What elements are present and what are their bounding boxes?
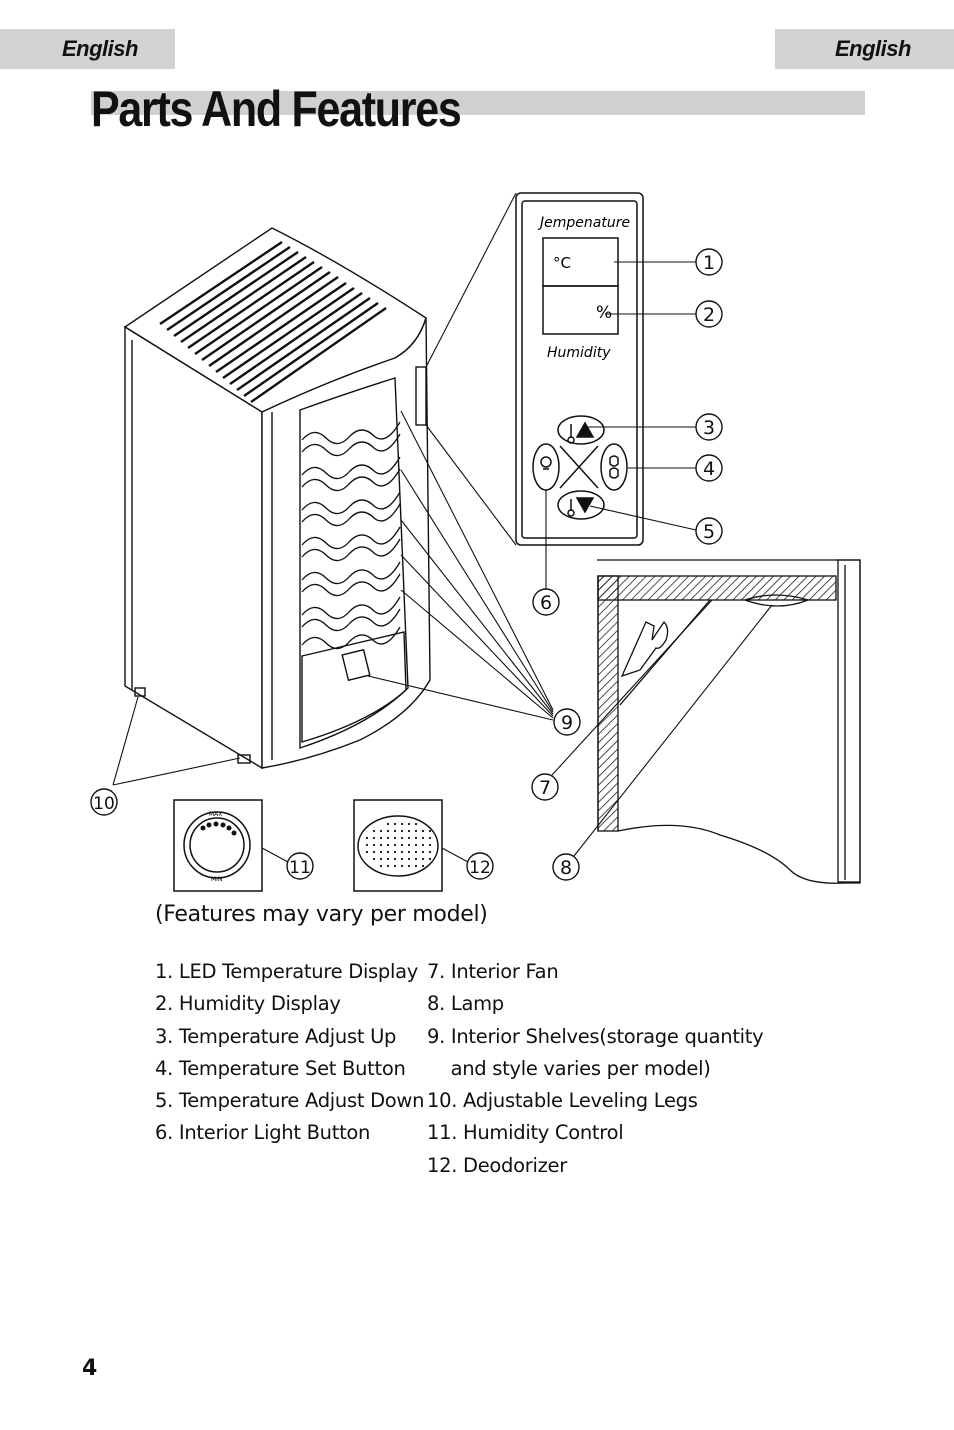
callout-label-9: 9 bbox=[561, 712, 573, 734]
page-title: Parts And Features bbox=[91, 81, 462, 137]
temperature-label: Jempenature bbox=[537, 215, 630, 231]
wine-racks bbox=[301, 421, 401, 650]
callout-label-12: 12 bbox=[469, 858, 491, 878]
wine-cabinet-illustration bbox=[123, 227, 431, 770]
feature-item: 10. Adjustable Leveling Legs bbox=[427, 1089, 698, 1113]
callout-label-2: 2 bbox=[703, 304, 715, 326]
language-tab-left: English bbox=[0, 29, 175, 69]
callout-label-3: 3 bbox=[703, 417, 715, 439]
features-list-left: 1. LED Temperature Display 2. Humidity D… bbox=[155, 956, 424, 1150]
humidity-label: Humidity bbox=[547, 345, 611, 361]
deodorizer-illustration bbox=[353, 799, 443, 892]
humidity-display bbox=[542, 285, 619, 335]
page-number: 4 bbox=[82, 1356, 98, 1381]
dial-max-label: MAX bbox=[209, 811, 222, 818]
feature-item: 3. Temperature Adjust Up bbox=[155, 1024, 397, 1048]
callout-label-7: 7 bbox=[539, 777, 551, 799]
callout-9 bbox=[553, 708, 581, 736]
lower-drawer bbox=[301, 631, 407, 743]
callout-12 bbox=[466, 852, 494, 880]
interior-cutaway-illustration bbox=[597, 559, 861, 884]
callouts bbox=[90, 248, 723, 881]
leveling-leg-back bbox=[134, 687, 146, 697]
dial-min-label: MIN bbox=[211, 876, 222, 883]
door-control-strip bbox=[415, 366, 427, 426]
feature-item: 8. Lamp bbox=[427, 992, 504, 1016]
parts-diagram: Jempenature Humidity °C % MAX MIN bbox=[90, 192, 861, 892]
feature-item: 7. Interior Fan bbox=[427, 960, 559, 983]
percent-unit: % bbox=[596, 303, 612, 323]
callout-label-1: 1 bbox=[703, 252, 715, 274]
control-panel-illustration bbox=[515, 192, 644, 546]
callout-label-11: 11 bbox=[289, 858, 311, 878]
temp-up-button bbox=[557, 415, 605, 445]
callout-11 bbox=[286, 852, 314, 880]
drawer-label bbox=[341, 648, 371, 682]
callout-label-6: 6 bbox=[540, 592, 552, 614]
features-list-right: 7. Interior Fan 8. Lamp 9. Interior Shel… bbox=[427, 956, 764, 1182]
callout-label-8: 8 bbox=[560, 857, 572, 879]
top-vents bbox=[159, 241, 387, 403]
callout-4 bbox=[695, 454, 723, 482]
feature-item: 1. LED Temperature Display bbox=[155, 960, 419, 983]
leveling-leg-front bbox=[237, 754, 251, 764]
feature-item: 5. Temperature Adjust Down bbox=[155, 1089, 425, 1113]
feature-item: 4. Temperature Set Button bbox=[155, 1056, 406, 1080]
language-tab-right: English bbox=[775, 29, 954, 69]
callout-7 bbox=[531, 773, 559, 801]
callout-label-10: 10 bbox=[93, 794, 115, 814]
feature-item: 11. Humidity Control bbox=[427, 1121, 624, 1145]
feature-item: 12. Deodorizer bbox=[427, 1153, 567, 1177]
interior-fan bbox=[620, 620, 669, 678]
callout-1 bbox=[695, 248, 723, 276]
callout-5 bbox=[695, 517, 723, 545]
callout-label-4: 4 bbox=[703, 458, 715, 480]
callout-3 bbox=[695, 413, 723, 441]
title-underline-bar bbox=[91, 91, 865, 115]
feature-item: 6. Interior Light Button bbox=[155, 1121, 371, 1145]
callout-10 bbox=[90, 788, 118, 816]
feature-item: 2. Humidity Display bbox=[155, 992, 341, 1016]
callout-8 bbox=[552, 853, 580, 881]
humidity-dial-illustration bbox=[173, 799, 263, 892]
features-note: (Features may vary per model) bbox=[155, 902, 488, 927]
feature-item: 9. Interior Shelves(storage quantity bbox=[427, 1024, 764, 1048]
callout-6 bbox=[532, 588, 560, 616]
lamp-fixture bbox=[743, 594, 810, 607]
leader-lines bbox=[112, 261, 773, 863]
callout-2 bbox=[695, 300, 723, 328]
feature-item: and style varies per model) bbox=[427, 1056, 711, 1080]
set-button bbox=[600, 443, 628, 491]
callout-label-5: 5 bbox=[703, 521, 715, 543]
temp-down-button bbox=[557, 490, 605, 520]
celsius-unit: °C bbox=[553, 254, 571, 272]
